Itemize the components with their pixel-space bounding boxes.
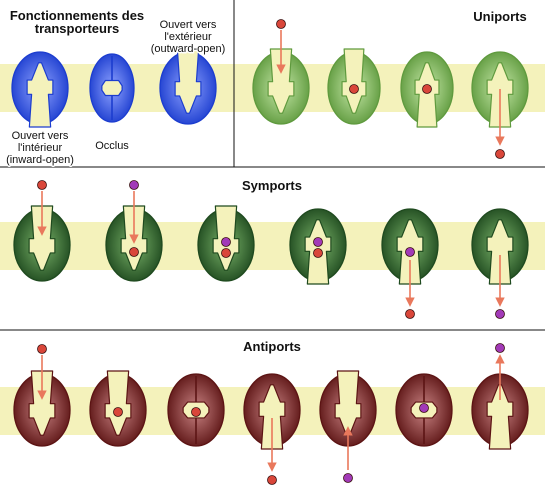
antiport-4-red	[267, 475, 277, 485]
transporter-outward-open	[159, 48, 217, 125]
symport-6-purple	[495, 309, 505, 319]
symport-2-purple	[129, 180, 139, 190]
uniport-solute-1	[276, 19, 286, 29]
uniports-title: Uniports	[473, 9, 526, 24]
symport-6	[471, 208, 529, 285]
inward-open-label-line1: Ouvert vers	[12, 130, 69, 142]
symport-5-red	[405, 309, 415, 319]
outward-open-label-line1: Ouvert vers	[160, 19, 217, 31]
arrow-group	[37, 30, 505, 472]
antiport-2-red	[113, 407, 123, 417]
solute-group	[37, 19, 505, 485]
symport-3-purple	[221, 237, 231, 247]
symport-2-red	[129, 247, 139, 257]
symport-4-purple	[313, 237, 323, 247]
antiport-1-red	[37, 344, 47, 354]
antiport-5-purple	[343, 473, 353, 483]
antiport-3-red	[191, 407, 201, 417]
occluded-label: Occlus	[95, 140, 129, 152]
inward-open-label-line2: l'intérieur	[18, 142, 63, 154]
antiport-7-purple	[495, 343, 505, 353]
outward-open-label-line2: l'extérieur	[164, 31, 212, 43]
outward-open-label-line3: (outward-open)	[151, 43, 226, 55]
uniport-solute-4	[495, 149, 505, 159]
symport-4	[289, 208, 347, 285]
uniport-solute-2	[349, 84, 359, 94]
antiports-title: Antiports	[243, 339, 301, 354]
symport-1	[13, 205, 71, 282]
antiport-5	[319, 370, 377, 447]
transporter-inward-open	[11, 51, 69, 128]
symport-5-purple	[405, 247, 415, 257]
antiport-6-purple	[419, 403, 429, 413]
symport-1-red	[37, 180, 47, 190]
symport-4-red	[313, 248, 323, 258]
symport-3-red	[221, 248, 231, 258]
inward-open-label-line3: (inward-open)	[6, 154, 74, 166]
transporter-group	[11, 48, 529, 450]
uniport-solute-3	[422, 84, 432, 94]
membrane-band-middle	[0, 222, 545, 270]
transporter-occluded	[89, 53, 135, 123]
antiport-4	[243, 373, 301, 450]
antiport-7	[471, 373, 529, 450]
antiport-1	[13, 370, 71, 447]
states-title-line2: transporteurs	[35, 21, 120, 36]
symports-title: Symports	[242, 178, 302, 193]
labels: Fonctionnements des transporteurs Ouvert…	[5, 7, 529, 356]
states-title-line1: Fonctionnements des	[10, 8, 144, 23]
